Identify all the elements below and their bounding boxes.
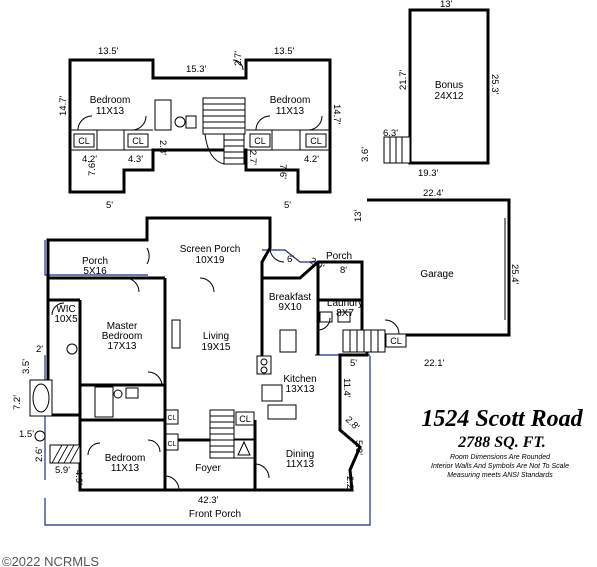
dim-label: 19.3': [418, 168, 438, 179]
dim-label: 25.3': [489, 74, 500, 94]
dim-label: 13': [440, 0, 453, 10]
dim-label: 5.3': [353, 440, 364, 455]
laundry-name: Laundry: [327, 298, 363, 309]
closet-label: CL: [168, 415, 177, 422]
bonus-area: [383, 8, 490, 165]
dim-label: 5': [350, 358, 357, 369]
kitchen-name: Kitchen: [283, 374, 316, 385]
property-address: 1524 Scott Road: [421, 406, 583, 432]
bedroom-main-name: Bedroom: [105, 453, 146, 464]
foyer-name: Foyer: [195, 463, 221, 474]
bedroom-left-size: 11X13: [96, 106, 125, 117]
copyright: ©2022 NCRMLS: [2, 554, 99, 567]
closet-label: CL: [254, 136, 266, 146]
kitchen-size: 13X13: [286, 384, 315, 395]
master-name-line2: Bedroom: [102, 331, 143, 342]
closet-label: CL: [310, 136, 322, 146]
dim-label: 15.3': [186, 64, 206, 75]
square-footage: 2788 SQ. FT.: [457, 434, 545, 451]
wic-size: 10X5: [54, 314, 78, 325]
dim-label: 11.4': [341, 378, 352, 398]
bedroom-right-name: Bedroom: [270, 95, 311, 106]
screen-porch-size: 10X19: [196, 255, 225, 266]
dim-label: 21.7': [398, 70, 409, 90]
dim-label: 4.2': [82, 154, 97, 165]
porch-left-name: Porch: [82, 256, 108, 267]
dim-label: 4.9': [73, 470, 84, 485]
note-scale: Interior Walls And Symbols Are Not To Sc…: [431, 463, 569, 470]
closet-label: CL: [390, 336, 402, 346]
dim-label: 4.2': [304, 154, 319, 165]
dim-label: 8': [340, 265, 347, 276]
dim-label: 3.6': [360, 147, 371, 162]
dim-label: 7.6': [87, 161, 98, 176]
dim-label: 6': [287, 254, 294, 265]
dimension-labels: 13.5' 15.3' 13.5' 14.7' 14.7' 2.7' 2.8' …: [12, 0, 520, 506]
room-labels: Bedroom 11X13 Bedroom 11X13 Bonus 24X12 …: [54, 80, 464, 520]
dim-label: 14.7': [58, 96, 69, 116]
breakfast-size: 9X10: [278, 302, 302, 313]
closet-label: CL: [78, 136, 90, 146]
living-size: 19X15: [202, 342, 231, 353]
dim-label: 2.8': [343, 414, 362, 433]
closet-labels: CL CL CL CL CL CL CL CL: [73, 133, 407, 451]
dim-label: 5': [106, 200, 113, 211]
bonus-size: 24X12: [435, 91, 464, 102]
dim-label: 25.4': [509, 264, 520, 284]
wic-name: WIC: [56, 304, 75, 315]
dim-label: 1.5': [19, 429, 34, 440]
dim-label: 13.5': [98, 46, 118, 57]
title-block: 1524 Scott Road 2788 SQ. FT. Room Dimens…: [421, 406, 583, 479]
dim-label: 2.2': [344, 476, 355, 491]
dim-label: 2.8': [157, 140, 168, 155]
dim-label: 6.3': [383, 128, 398, 139]
dim-label: 7.2': [12, 395, 23, 410]
dim-label: 4.3': [128, 154, 143, 165]
dim-label: 13.5': [274, 46, 294, 57]
dim-label: 14.7': [331, 104, 342, 124]
dim-label: 22.1': [424, 358, 444, 369]
dim-label: 2': [36, 344, 43, 355]
dining-size: 11X13: [286, 459, 315, 470]
garage-name: Garage: [420, 269, 454, 280]
dim-label: 22.4': [423, 188, 443, 199]
main-floor: [29, 198, 511, 526]
closet-label: CL: [239, 414, 251, 424]
bedroom-right-size: 11X13: [276, 106, 305, 117]
note-rounded: Room Dimensions Are Rounded: [450, 454, 551, 461]
dim-label: 3.5': [21, 359, 32, 374]
closet-label: CL: [132, 136, 144, 146]
closet-label: CL: [168, 441, 177, 448]
living-name: Living: [203, 331, 229, 342]
upper-floor: [68, 58, 332, 194]
dim-label: 2.7': [247, 150, 258, 165]
bedroom-main-size: 11X13: [111, 463, 140, 474]
note-ansi: Measuring meets ANSI Standards: [447, 472, 553, 479]
screen-porch-name: Screen Porch: [180, 244, 241, 255]
bedroom-left-name: Bedroom: [90, 95, 131, 106]
porch-right-name: Porch: [326, 251, 352, 262]
master-size: 17X13: [108, 341, 137, 352]
dining-name: Dining: [286, 449, 314, 460]
dim-label: 2.6': [34, 447, 45, 462]
porch-left-size: 5X16: [83, 266, 107, 277]
dim-label: 2.7': [233, 51, 244, 66]
front-porch-name: Front Porch: [189, 509, 241, 520]
laundry-size: 8X7: [336, 308, 354, 319]
dim-label: 42.3': [198, 495, 218, 506]
bonus-name: Bonus: [435, 80, 463, 91]
dim-label: 7.6': [277, 164, 288, 179]
dim-label: 5': [284, 200, 291, 211]
breakfast-name: Breakfast: [269, 292, 311, 303]
dim-label: 5.9': [55, 465, 70, 476]
dim-label: 13': [353, 209, 364, 222]
master-name: Master: [107, 321, 138, 332]
